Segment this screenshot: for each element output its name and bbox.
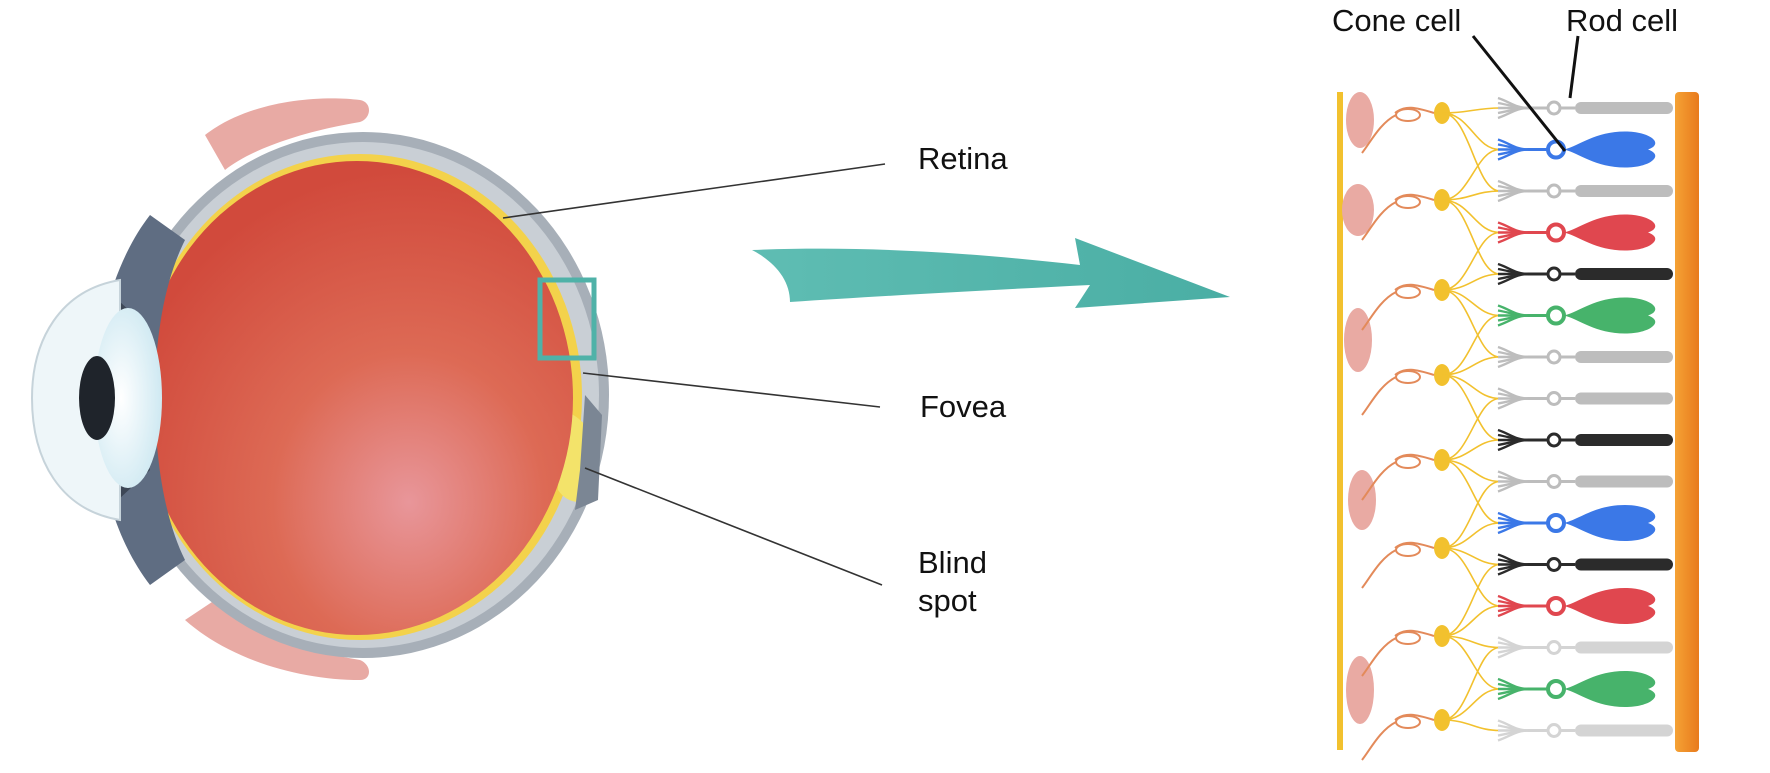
rod-cell bbox=[1497, 470, 1673, 493]
cone-cell bbox=[1497, 505, 1656, 541]
rod-cell bbox=[1497, 553, 1673, 576]
blind-spot-label-line1: Blind bbox=[918, 545, 987, 580]
blind-spot-leader bbox=[584, 467, 883, 586]
rod-cell bbox=[1497, 262, 1673, 286]
photoreceptor-rows bbox=[1361, 96, 1673, 761]
cone-cell bbox=[1497, 671, 1656, 707]
fovea-leader bbox=[582, 372, 881, 408]
bipolar-cell bbox=[1361, 148, 1501, 275]
pigment-epithelium bbox=[1675, 92, 1699, 752]
zoom-arrow bbox=[752, 238, 1230, 308]
rod-cell bbox=[1497, 636, 1673, 659]
bipolar-cell bbox=[1361, 397, 1501, 524]
rod-cell bbox=[1497, 179, 1673, 203]
bipolar-cell bbox=[1361, 646, 1501, 761]
blind-spot-label-line2: spot bbox=[918, 583, 977, 618]
blind-spot-label: Blind spot bbox=[918, 544, 987, 620]
bipolar-cell bbox=[1361, 102, 1501, 192]
upper-muscle bbox=[205, 98, 369, 170]
retina-leader bbox=[502, 163, 886, 219]
bipolar-cell bbox=[1361, 231, 1501, 358]
pupil bbox=[79, 356, 115, 440]
eyeball-illustration bbox=[30, 98, 609, 680]
retina-label: Retina bbox=[918, 141, 1008, 176]
cone-cell bbox=[1497, 297, 1656, 334]
eye-leader-lines bbox=[502, 163, 886, 586]
cone-cell-label: Cone cell bbox=[1332, 3, 1462, 38]
bipolar-cell bbox=[1361, 314, 1501, 441]
fovea-highlight-box bbox=[537, 277, 597, 361]
bipolar-cell bbox=[1361, 480, 1501, 607]
cell-label-pointers bbox=[1471, 35, 1580, 152]
rod-cell bbox=[1497, 96, 1673, 120]
cone-cell bbox=[1497, 588, 1656, 624]
fovea-label: Fovea bbox=[920, 389, 1007, 424]
cone-cell bbox=[1497, 214, 1656, 251]
rod-cell bbox=[1497, 719, 1673, 742]
rod-cell-label: Rod cell bbox=[1566, 3, 1678, 38]
retina-cross-section bbox=[1337, 92, 1699, 761]
rod-cell bbox=[1497, 428, 1673, 452]
vitreous-body bbox=[141, 161, 573, 635]
cone-cell-pointer bbox=[1471, 35, 1567, 152]
ganglion-cells bbox=[1342, 92, 1376, 724]
lens bbox=[94, 308, 162, 488]
rod-cell bbox=[1497, 387, 1673, 410]
rod-cell bbox=[1497, 345, 1673, 369]
cornea bbox=[30, 278, 121, 522]
rod-cell-pointer bbox=[1568, 35, 1580, 99]
bipolar-cell bbox=[1361, 563, 1501, 690]
inner-limiting-membrane bbox=[1337, 92, 1343, 750]
cone-cell bbox=[1497, 131, 1656, 168]
